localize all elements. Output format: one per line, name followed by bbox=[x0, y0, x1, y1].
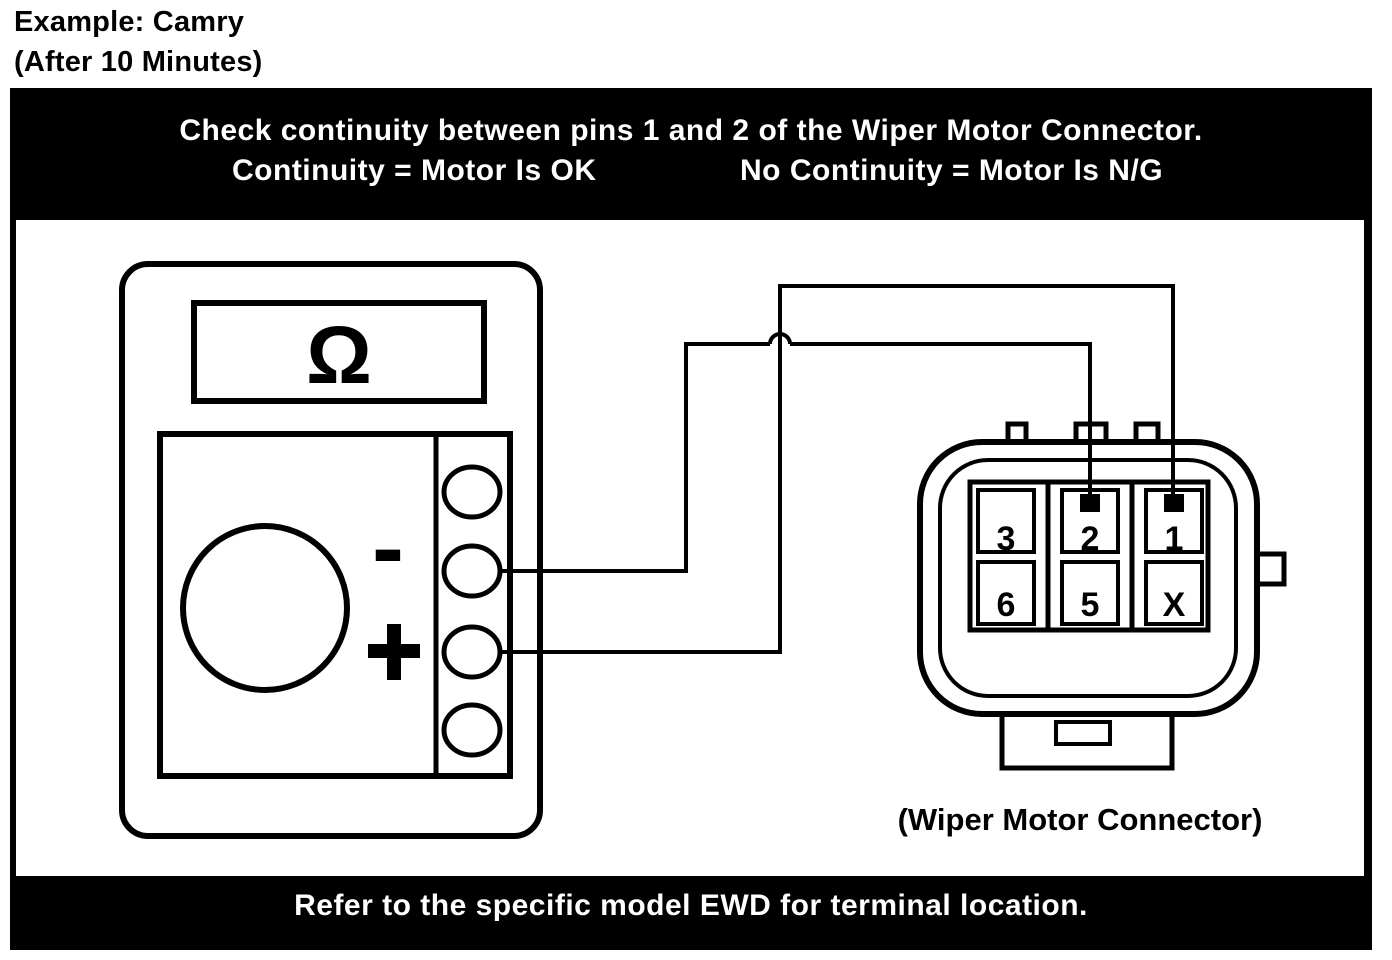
jack-4 bbox=[441, 702, 503, 758]
cavity-3 bbox=[976, 488, 1036, 554]
plus-label bbox=[368, 624, 420, 680]
cavity-1 bbox=[1144, 488, 1204, 554]
meter-body bbox=[119, 261, 543, 839]
side-tab bbox=[1257, 551, 1287, 587]
lead-plus-to-pin1 bbox=[500, 284, 1175, 654]
continuity-ng-text: No Continuity = Motor Is N/G bbox=[740, 154, 1164, 187]
lead-minus-to-pin2 bbox=[500, 342, 1092, 573]
top-notch-1 bbox=[1005, 421, 1029, 442]
cavity-6 bbox=[976, 560, 1036, 626]
ohmmeter bbox=[119, 261, 543, 839]
pin-label-6: 6 bbox=[997, 586, 1016, 624]
connector-inner-shell bbox=[938, 458, 1238, 698]
pin-label-5: 5 bbox=[1081, 586, 1100, 624]
bottom-latch bbox=[999, 714, 1175, 771]
jack-plus bbox=[441, 624, 503, 680]
top-notch-2 bbox=[1073, 421, 1109, 442]
diagram-frame: Check continuity between pins 1 and 2 of… bbox=[10, 88, 1372, 950]
pin-label-1: 1 bbox=[1165, 520, 1184, 558]
diagram-panel: Ω - bbox=[16, 220, 1364, 876]
instruction-text: Check continuity between pins 1 and 2 of… bbox=[179, 114, 1203, 147]
probe-tip-pin2 bbox=[1080, 494, 1100, 512]
meter-face bbox=[157, 431, 513, 779]
footer-note: Refer to the specific model EWD for term… bbox=[294, 889, 1088, 922]
test-leads bbox=[500, 284, 1175, 654]
connector-outer-shell bbox=[917, 439, 1260, 717]
meter-display bbox=[191, 300, 487, 404]
jack-minus bbox=[441, 543, 503, 599]
selector-dial bbox=[180, 523, 350, 693]
top-notch-3 bbox=[1133, 421, 1161, 442]
jack-1 bbox=[441, 464, 503, 520]
cavity-5 bbox=[1060, 560, 1120, 626]
example-title-line1: Example: Camry bbox=[14, 6, 245, 38]
pin-block bbox=[967, 479, 1211, 633]
pin-label-x: X bbox=[1163, 586, 1186, 624]
cavity-2 bbox=[1060, 488, 1120, 554]
pin-label-3: 3 bbox=[997, 520, 1016, 558]
continuity-ok-text: Continuity = Motor Is OK bbox=[232, 154, 597, 187]
instruction-header: Check continuity between pins 1 and 2 of… bbox=[10, 88, 1372, 218]
wiper-motor-connector bbox=[917, 421, 1287, 771]
wiring-diagram: Ω - bbox=[119, 261, 1287, 839]
latch-button bbox=[1054, 720, 1112, 746]
minus-label: - bbox=[372, 494, 404, 601]
ohm-symbol: Ω bbox=[306, 310, 372, 401]
probe-tip-pin1 bbox=[1164, 494, 1184, 512]
cavity-x bbox=[1144, 560, 1204, 626]
pin-label-2: 2 bbox=[1081, 520, 1100, 558]
example-title: Example: Camry (After 10 Minutes) bbox=[14, 2, 263, 82]
connector-caption: (Wiper Motor Connector) bbox=[898, 802, 1263, 837]
example-title-line2: (After 10 Minutes) bbox=[14, 46, 263, 78]
